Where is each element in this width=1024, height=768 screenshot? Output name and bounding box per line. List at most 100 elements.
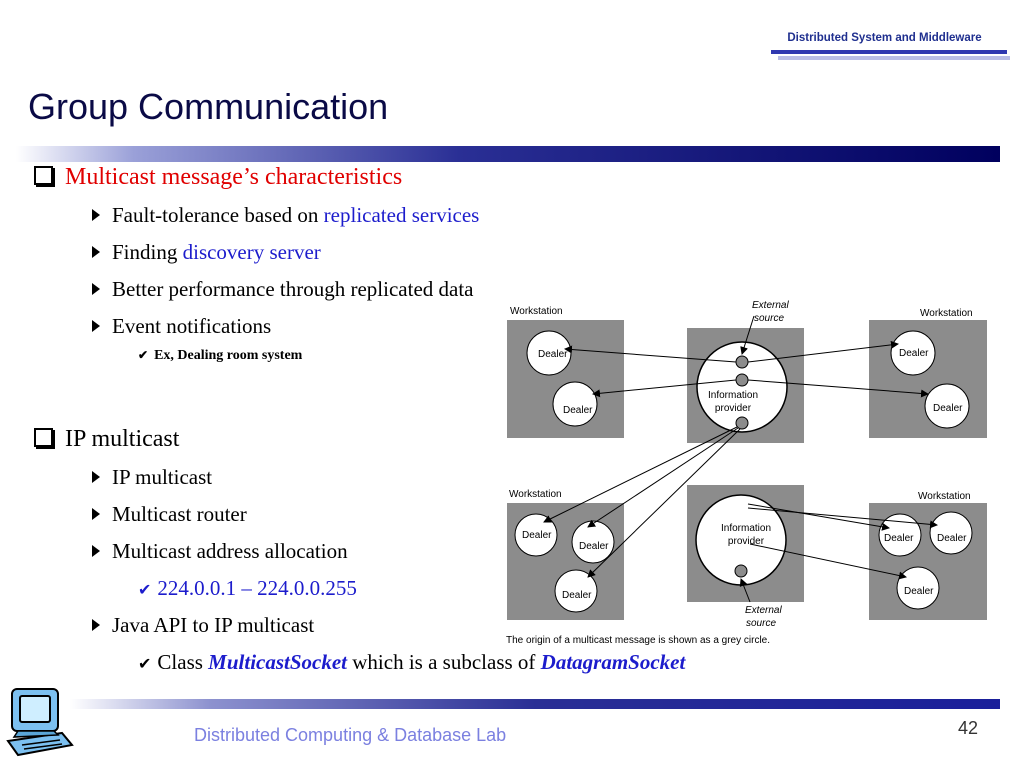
triangle-bullet-icon <box>92 471 100 483</box>
dealer-circle <box>929 511 973 555</box>
multicast-arrow <box>747 340 899 363</box>
list-item: Java API to IP multicast <box>92 613 314 638</box>
triangle-bullet-icon <box>92 545 100 557</box>
provider-label: Information <box>708 390 758 401</box>
dealer-label: Dealer <box>538 349 568 360</box>
list-item: Multicast address allocation <box>92 539 348 564</box>
item-text: Multicast address allocation <box>112 539 348 563</box>
dealer-circle <box>552 381 598 427</box>
triangle-bullet-icon <box>92 619 100 631</box>
provider-label: provider <box>715 403 752 414</box>
external-source-label: source <box>746 618 776 629</box>
multicast-arrow <box>543 426 738 523</box>
dealer-label: Dealer <box>899 348 929 359</box>
triangle-bullet-icon <box>92 508 100 520</box>
bullet-multicast-characteristics: Multicast message’s characteristics <box>34 164 402 191</box>
list-item: Multicast router <box>92 502 247 527</box>
dealer-circle <box>890 330 936 376</box>
class-name-datagramsocket: DatagramSocket <box>540 650 686 674</box>
multicast-arrow <box>749 543 907 580</box>
page-title: Group Communication <box>28 86 389 127</box>
provider-label: provider <box>728 536 765 547</box>
dealer-label: Dealer <box>579 541 609 552</box>
check-icon: ✔ <box>138 656 152 673</box>
external-source-label: External <box>752 300 789 311</box>
provider-label: Information <box>721 523 771 534</box>
dealer-circle <box>896 566 940 610</box>
bullet-label: Multicast message’s characteristics <box>65 164 403 190</box>
page-number: 42 <box>958 718 979 738</box>
triangle-bullet-icon <box>92 320 100 332</box>
list-item: Better performance through replicated da… <box>92 277 474 302</box>
list-item: IP multicast <box>92 465 212 490</box>
workstation-label: Workstation <box>510 306 563 317</box>
workstation-label: Workstation <box>509 489 562 500</box>
dealer-label: Dealer <box>563 405 593 416</box>
dealer-circle <box>924 383 970 429</box>
dealer-label: Dealer <box>904 586 934 597</box>
item-text: Java API to IP multicast <box>112 613 315 637</box>
multicast-origin-dot <box>735 416 749 430</box>
dealer-label: Dealer <box>884 533 914 544</box>
course-tag: Distributed System and Middleware <box>787 32 982 44</box>
footer-lab-name: Distributed Computing & Database Lab <box>194 725 507 745</box>
item-highlight: discovery server <box>182 240 321 264</box>
sub-item-text: 224.0.0.1 – 224.0.0.255 <box>157 576 357 600</box>
workstation-label: Workstation <box>918 491 971 502</box>
sub-item: ✔ 224.0.0.1 – 224.0.0.255 <box>138 576 357 601</box>
sub-item-prefix: Class <box>157 650 209 674</box>
triangle-bullet-icon <box>92 283 100 295</box>
dealer-circle <box>554 569 598 613</box>
item-text: Fault-tolerance based on <box>112 203 324 227</box>
list-item: Event notifications <box>92 314 271 339</box>
item-text: Better performance through replicated da… <box>112 277 474 301</box>
item-text: Event notifications <box>112 314 272 338</box>
multicast-origin-dot <box>734 564 748 578</box>
external-source-arrow <box>739 578 751 603</box>
triangle-bullet-icon <box>92 246 100 258</box>
multicast-arrow <box>587 427 739 528</box>
external-source-label: source <box>754 313 784 324</box>
dealing-room-diagram: Workstation Workstation Workstation Work… <box>506 300 987 646</box>
dealer-circle <box>514 513 558 557</box>
workstation-label: Workstation <box>920 308 973 319</box>
multicast-arrow <box>747 507 938 529</box>
multicast-arrow <box>564 345 737 363</box>
bullet-ip-multicast: IP multicast <box>34 426 179 453</box>
check-icon: ✔ <box>138 582 152 599</box>
sub-item-middle: which is a subclass of <box>347 650 541 674</box>
title-divider <box>16 146 1000 162</box>
header-rule-shadow <box>778 56 1010 60</box>
multicast-arrow <box>592 379 737 398</box>
list-item: Finding discovery server <box>92 240 321 265</box>
multicast-arrow <box>747 379 929 398</box>
item-text: Finding <box>112 240 183 264</box>
computer-logo-icon <box>6 688 74 757</box>
sub-item-text: Ex, Dealing room system <box>154 348 303 363</box>
checkbox-bullet-icon <box>34 428 53 447</box>
list-item: Fault-tolerance based on replicated serv… <box>92 203 479 228</box>
external-source-arrow <box>740 315 755 355</box>
diagram-caption: The origin of a multicast message is sho… <box>506 635 770 646</box>
item-highlight: replicated services <box>323 203 480 227</box>
triangle-bullet-icon <box>92 209 100 221</box>
checkbox-bullet-icon <box>34 166 53 185</box>
dealer-label: Dealer <box>522 530 552 541</box>
header-rule <box>771 50 1007 54</box>
dealer-label: Dealer <box>937 533 967 544</box>
multicast-origin-dot <box>735 355 749 369</box>
multicast-arrow <box>747 503 890 531</box>
dealer-label: Dealer <box>562 590 592 601</box>
sub-item: ✔ Class MulticastSocket which is a subcla… <box>138 650 685 675</box>
bullet-label: IP multicast <box>65 426 180 452</box>
dealer-label: Dealer <box>933 403 963 414</box>
information-provider-circle <box>696 341 788 433</box>
multicast-origin-dot <box>735 373 749 387</box>
class-name-multicastsocket: MulticastSocket <box>208 650 348 674</box>
item-text: Multicast router <box>112 502 247 526</box>
check-icon: ✔ <box>138 348 149 362</box>
external-source-label: External <box>745 605 782 616</box>
footer-divider <box>70 699 1000 709</box>
sub-item: ✔ Ex, Dealing room system <box>138 348 302 364</box>
multicast-arrow <box>587 428 741 578</box>
